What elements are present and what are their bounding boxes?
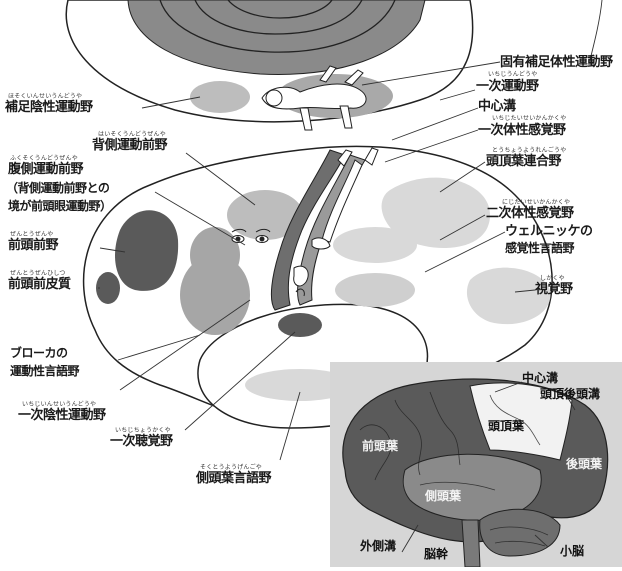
- inset-brainstem: [462, 520, 480, 567]
- label-primary-somatosensory: 一次体性感覚野: [478, 124, 566, 137]
- label-broca-line1: ブローカの: [10, 347, 68, 359]
- label-wernicke-line2: 感覚性言語野: [505, 242, 574, 254]
- label-proprioceptive-sma: 固有補足体性運動野: [500, 56, 613, 69]
- ruby-primary-motor: いちじうんどうや: [488, 72, 537, 78]
- secondary-somatosensory-area: [333, 227, 417, 263]
- label-primary-motor: 一次運動野: [476, 80, 539, 93]
- auditory-area: [278, 313, 322, 337]
- wernicke-area: [335, 273, 415, 307]
- label-primary-negative-motor: 一次陰性運動野: [18, 409, 106, 422]
- inset-label-parieto-occipital: 頭頂後頭溝: [540, 388, 600, 400]
- inset-label-lateral-sulcus: 外側溝: [360, 540, 396, 552]
- label-dorsal-premotor: 背側運動前野: [92, 139, 167, 152]
- label-parietal-association: 頭頂葉連合野: [486, 155, 561, 168]
- label-secondary-somatosensory: 二次体性感覚野: [486, 207, 574, 220]
- label-temporal-language: 側頭葉言語野: [196, 472, 271, 485]
- label-frontal-premotor: 前頭前野: [8, 239, 58, 252]
- ventral-premotor-area: [190, 227, 240, 283]
- label-central-sulcus: 中心溝: [478, 100, 516, 113]
- label-primary-auditory: 一次聴覚野: [110, 435, 173, 448]
- inset-label-central-sulcus: 中心溝: [522, 372, 558, 384]
- label-broca-line2: 運動性言語野: [10, 365, 79, 377]
- inset-label-brainstem: 脳幹: [424, 548, 448, 560]
- label-ventral-note-line2: 境が前頭眼運動野）: [8, 200, 112, 212]
- label-visual: 視覚野: [535, 283, 573, 296]
- inset-label-temporal-lobe: 側頭葉: [425, 490, 461, 502]
- label-wernicke-line1: ウェルニッケの: [505, 225, 593, 238]
- label-prefrontal-cortex: 前頭前皮質: [8, 278, 71, 291]
- inset-label-parietal-lobe: 頭頂葉: [488, 420, 524, 432]
- label-supplementary-motor: 補足陰性運動野: [5, 101, 93, 114]
- label-ventral-note-line1: （背側運動前野との: [6, 182, 109, 194]
- inset-label-cerebellum: 小脳: [560, 545, 584, 557]
- ruby-primary-somatosensory: いちじたいせいかんかくや: [492, 116, 566, 122]
- inset-label-occipital-lobe: 後頭葉: [566, 458, 602, 470]
- label-ventral-premotor: 腹側運動前野: [8, 163, 83, 176]
- inset-label-frontal-lobe: 前頭葉: [362, 440, 398, 452]
